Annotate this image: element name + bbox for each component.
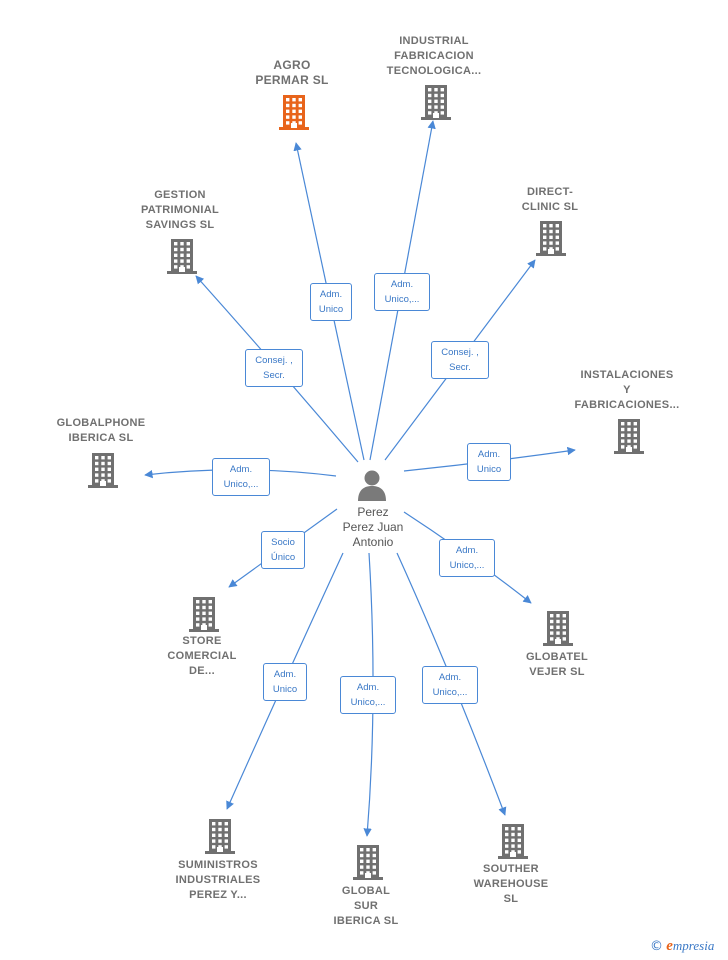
relation-label-globalsur[interactable]: Adm. Unico,... [340,676,396,714]
company-name-line: GLOBATEL [525,651,589,663]
building-icon[interactable] [188,596,220,632]
company-name-line: PATRIMONIAL [140,204,220,216]
building-icon[interactable] [542,610,574,646]
relation-label-globatel[interactable]: Adm. Unico,... [439,539,495,577]
building-icon[interactable] [535,220,567,256]
relation-role-line: Unico [476,464,502,475]
building-icon[interactable] [613,418,645,454]
person-name-line: Perez [357,505,389,519]
company-name-line: SUR [353,900,379,912]
company-label-gestion[interactable]: GESTION PATRIMONIAL SAVINGS SL [115,188,245,233]
relation-role-line: Unico [318,304,344,315]
relation-label-agro[interactable]: Adm. Unico [310,283,352,321]
building-icon[interactable] [166,238,198,274]
company-name-line: IBERICA SL [333,915,399,927]
relation-role-line: Adm. [390,279,414,290]
company-name-line: IBERICA SL [68,432,134,444]
relation-label-gestion[interactable]: Consej. , Secr. [245,349,303,387]
relation-label-instalaciones[interactable]: Adm. Unico [467,443,511,481]
company-name-line: FABRICACIONES... [574,399,680,411]
empresia-logo[interactable]: © empresia [650,938,714,955]
relation-label-southern[interactable]: Adm. Unico,... [422,666,478,704]
person-name[interactable]: Perez Perez Juan Antonio [318,505,428,550]
company-label-globatel[interactable]: GLOBATEL VEJER SL [492,650,622,680]
company-name-line: PERMAR SL [255,73,329,87]
relation-label-suministros[interactable]: Adm. Unico [263,663,307,701]
company-name-line: TECNOLOGICA... [386,65,482,77]
company-name-line: GLOBALPHONE [56,417,146,429]
relation-role-line: Unico,... [350,697,386,708]
company-name-line: FABRICACION [394,50,474,62]
company-label-globalsur[interactable]: GLOBAL SUR IBERICA SL [301,884,431,929]
company-name-line: INSTALACIONES [580,369,674,381]
relation-role-line: Unico,... [223,479,259,490]
relation-role-line: Socio [271,537,295,548]
company-label-direct[interactable]: DIRECT- CLINIC SL [485,185,615,215]
person-name-line: Perez Juan [342,520,404,534]
relation-role-line: Único [270,552,296,563]
company-label-industrial[interactable]: INDUSTRIAL FABRICACION TECNOLOGICA... [369,34,499,79]
relation-role-line: Unico [272,684,298,695]
relation-role-line: Secr. [449,362,471,373]
relation-role-line: Secr. [263,370,285,381]
copyright-symbol: © [650,939,663,954]
company-name-line: INDUSTRIAL [399,35,469,47]
relation-role-line: Adm. [438,672,462,683]
company-name-line: SAVINGS SL [145,219,215,231]
company-label-instalaciones[interactable]: INSTALACIONES Y FABRICACIONES... [562,368,692,413]
building-icon[interactable] [420,84,452,120]
relation-role-line: Unico,... [432,687,468,698]
company-name-line: Y [623,384,631,396]
company-name-line: GLOBAL [341,885,391,897]
person-name-line: Antonio [352,535,394,549]
company-name-line: SUMINISTROS [178,859,258,871]
person-icon[interactable] [356,468,388,502]
company-name-line: AGRO [273,58,311,72]
relation-role-line: Adm. [229,464,253,475]
company-label-store[interactable]: STORE COMERCIAL DE... [137,634,267,679]
relation-role-line: Adm. [273,669,297,680]
company-label-globalphone[interactable]: GLOBALPHONE IBERICA SL [36,416,166,446]
relation-role-line: Consej. , [255,355,293,366]
company-label-suministros[interactable]: SUMINISTROS INDUSTRIALES PEREZ Y... [153,858,283,903]
relation-label-direct[interactable]: Consej. , Secr. [431,341,489,379]
company-name-line: SOUTHER [483,863,539,875]
company-name-line: WAREHOUSE [473,878,549,890]
company-name-line: SL [503,893,519,905]
company-name-line: DE... [189,665,215,677]
company-name-line: INDUSTRIALES [175,874,261,886]
building-icon[interactable] [87,452,119,488]
company-name-line: VEJER SL [529,666,585,678]
relation-role-line: Unico,... [384,294,420,305]
relation-role-line: Unico,... [449,560,485,571]
relation-role-line: Adm. [356,682,380,693]
company-label-southern[interactable]: SOUTHER WAREHOUSE SL [446,862,576,907]
brand-name: mpresia [672,938,715,953]
building-icon[interactable] [204,818,236,854]
relation-label-industrial[interactable]: Adm. Unico,... [374,273,430,311]
relation-role-line: Adm. [455,545,479,556]
company-name-line: STORE [182,635,222,647]
company-name-line: DIRECT- [526,186,574,198]
company-name-line: PEREZ Y... [189,889,247,901]
building-icon[interactable] [278,94,310,130]
company-name-line: GESTION [154,189,206,201]
brand-initial: e [666,938,673,954]
relation-label-globalphone[interactable]: Adm. Unico,... [212,458,270,496]
company-name-line: CLINIC SL [521,201,579,213]
relation-role-line: Adm. [319,289,343,300]
building-icon[interactable] [497,823,529,859]
relation-role-line: Consej. , [441,347,479,358]
building-icon[interactable] [352,844,384,880]
relation-role-line: Adm. [477,449,501,460]
company-name-line: COMERCIAL [167,650,237,662]
